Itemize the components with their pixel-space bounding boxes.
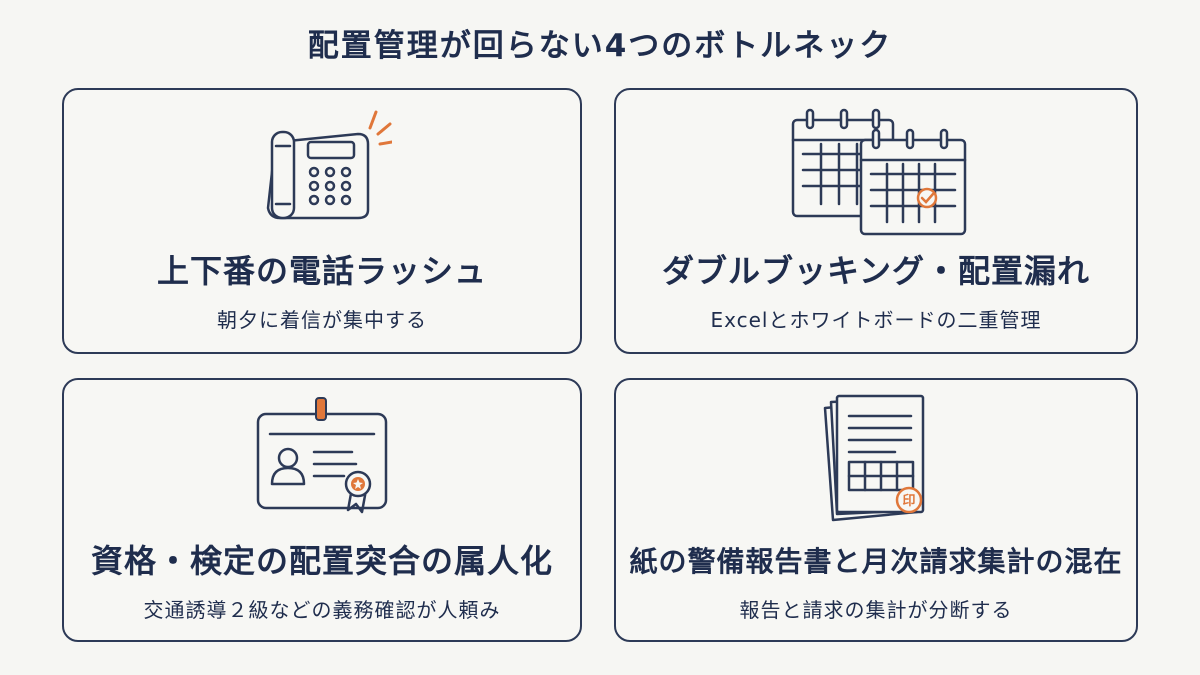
calendar-icon xyxy=(781,100,971,240)
card-title: 紙の警備報告書と月次請求集計の混在 xyxy=(629,545,1123,578)
page-title: 配置管理が回らない4つのボトルネック xyxy=(307,28,893,64)
card-title: ダブルブッキング・配置漏れ xyxy=(661,252,1091,290)
card-subtitle: 朝夕に着信が集中する xyxy=(217,308,427,332)
card-title: 資格・検定の配置突合の属人化 xyxy=(90,542,553,580)
card-subtitle: 報告と請求の集計が分断する xyxy=(739,598,1013,622)
paper-documents-icon: 印 xyxy=(811,390,941,526)
id-badge-icon xyxy=(252,394,392,518)
card-double-booking: ダブルブッキング・配置漏れ Excelとホワイトボードの二重管理 xyxy=(614,88,1138,354)
card-phone-rush: 上下番の電話ラッシュ 朝夕に着信が集中する xyxy=(62,88,582,354)
card-qualification-check: 資格・検定の配置突合の属人化 交通誘導２級などの義務確認が人頼み xyxy=(62,378,582,642)
card-title: 上下番の電話ラッシュ xyxy=(156,252,487,290)
card-subtitle: Excelとホワイトボードの二重管理 xyxy=(710,308,1042,332)
seal-stamp-text: 印 xyxy=(902,494,915,509)
card-subtitle: 交通誘導２級などの義務確認が人頼み xyxy=(143,598,501,622)
telephone-icon xyxy=(252,106,392,226)
card-paper-reports: 印 紙の警備報告書と月次請求集計の混在 報告と請求の集計が分断する xyxy=(614,378,1138,642)
